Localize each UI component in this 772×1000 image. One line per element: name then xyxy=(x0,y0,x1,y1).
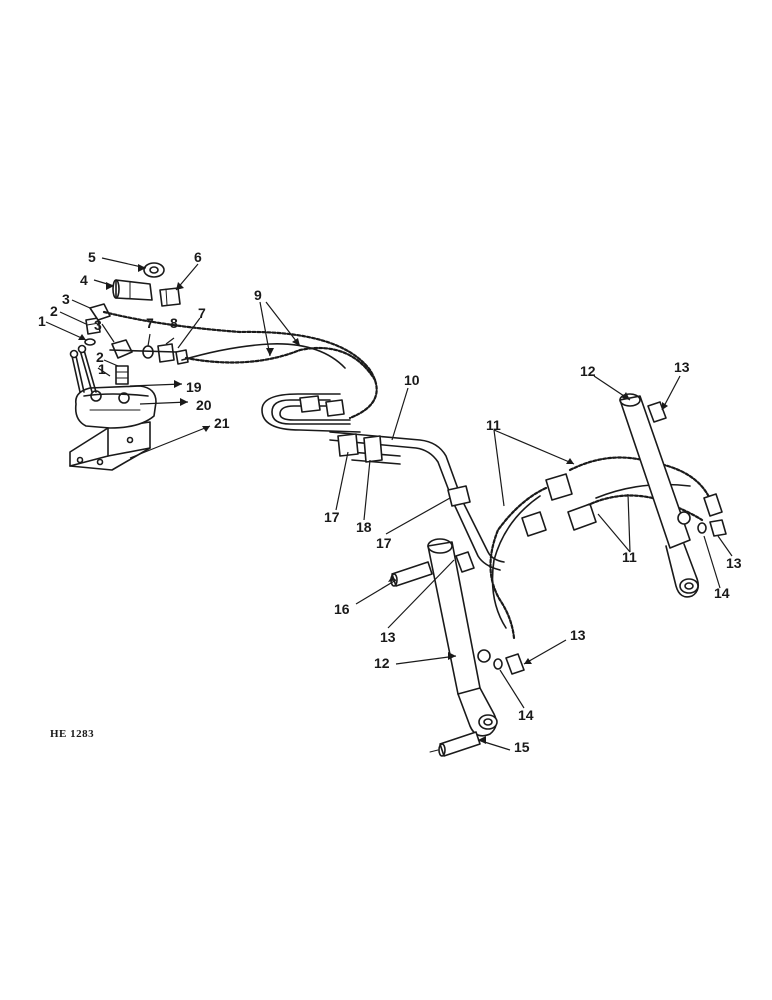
callout-11a: 11 xyxy=(486,417,501,433)
callout-1b: 1 xyxy=(98,361,106,377)
callout-5: 5 xyxy=(88,249,96,265)
elbow-upper xyxy=(89,303,111,321)
nipple xyxy=(175,349,189,365)
callout-6: 6 xyxy=(194,249,202,265)
callout-18: 18 xyxy=(356,519,372,535)
callout-7b: 7 xyxy=(198,305,206,321)
tube-clamp xyxy=(337,433,359,457)
seal-ring xyxy=(493,522,707,670)
callout-17b: 17 xyxy=(376,535,392,551)
quick-coupler xyxy=(112,279,153,301)
callout-14a: 14 xyxy=(714,585,730,601)
union xyxy=(157,343,175,363)
callout-9: 9 xyxy=(254,287,262,303)
callout-2a: 2 xyxy=(50,303,58,319)
callout-1a: 1 xyxy=(38,313,46,329)
callout-14b: 14 xyxy=(518,707,534,723)
clamp-plate xyxy=(363,435,383,463)
pin-lower xyxy=(429,731,481,757)
leader-arrowheads xyxy=(78,264,668,744)
hose-assembly-upper xyxy=(102,310,378,420)
callout-2b: 2 xyxy=(96,349,104,365)
control-levers xyxy=(69,344,97,393)
hose-assembly-lower xyxy=(489,456,723,640)
leader-lines xyxy=(45,257,733,751)
o-ring xyxy=(84,338,96,346)
callout-16: 16 xyxy=(334,601,350,617)
steel-tube-loops xyxy=(261,393,361,433)
callout-19: 19 xyxy=(186,379,202,395)
callout-13b: 13 xyxy=(726,555,742,571)
dust-cap xyxy=(143,262,165,278)
callout-labels: 1 1 2 2 3 3 4 5 6 7 7 8 9 10 11 11 12 12… xyxy=(38,249,742,755)
elbow-fitting xyxy=(455,401,727,675)
callout-4: 4 xyxy=(80,272,88,288)
callout-13a: 13 xyxy=(674,359,690,375)
callout-20: 20 xyxy=(196,397,212,413)
hydraulic-cylinder-right xyxy=(619,393,700,598)
pin-upper xyxy=(390,561,433,587)
callout-11b: 11 xyxy=(622,549,637,565)
callout-15: 15 xyxy=(514,739,530,755)
callout-12b: 12 xyxy=(374,655,390,671)
connector xyxy=(159,287,181,307)
elbow-lower xyxy=(111,339,133,359)
callout-10: 10 xyxy=(404,372,420,388)
callout-13d: 13 xyxy=(570,627,586,643)
callout-3b: 3 xyxy=(94,317,102,333)
mounting-bracket xyxy=(69,421,151,471)
callout-17a: 17 xyxy=(324,509,340,525)
callout-21: 21 xyxy=(214,415,230,431)
hydraulic-cylinder-left xyxy=(427,538,498,737)
callout-3a: 3 xyxy=(62,291,70,307)
adapter-upper xyxy=(85,317,101,335)
callout-12a: 12 xyxy=(580,363,596,379)
callout-13c: 13 xyxy=(380,629,396,645)
drawing-code: HE 1283 xyxy=(50,728,94,740)
adapter-lower xyxy=(115,365,129,385)
callout-7a: 7 xyxy=(146,315,154,331)
control-valve xyxy=(74,385,157,429)
tube-clamp-lower xyxy=(447,485,471,507)
callout-8: 8 xyxy=(170,315,178,331)
